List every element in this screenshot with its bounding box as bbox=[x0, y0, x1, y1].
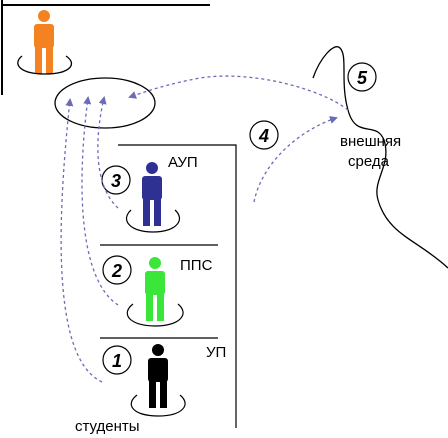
students-label: студенты bbox=[75, 418, 140, 435]
environment-label-line1: внешняя bbox=[340, 133, 401, 150]
arrow-aup-to-management bbox=[97, 96, 119, 209]
arrow-up-to-management bbox=[60, 98, 103, 383]
management-ellipse bbox=[54, 77, 156, 129]
number-3: 3 bbox=[111, 171, 121, 191]
outer-frame bbox=[1, 0, 210, 95]
environment-label-line2: среда bbox=[348, 153, 390, 170]
arrow-environment-to-management bbox=[128, 75, 349, 111]
org-frame bbox=[118, 144, 237, 428]
number-1: 1 bbox=[112, 351, 122, 371]
number-badge-5: 5 bbox=[347, 62, 377, 92]
number-badge-4: 4 bbox=[249, 120, 279, 150]
environment-boundary bbox=[312, 46, 448, 269]
aup-label: АУП bbox=[168, 154, 198, 171]
number-5: 5 bbox=[357, 68, 368, 88]
pps-ring-icon bbox=[126, 303, 184, 327]
up-person-icon bbox=[148, 344, 168, 408]
up-ring-icon bbox=[130, 394, 186, 417]
arrow-pps-to-management bbox=[81, 96, 119, 306]
number-2: 2 bbox=[111, 261, 122, 281]
aup-person-icon bbox=[142, 162, 162, 226]
pps-person-icon bbox=[145, 257, 165, 321]
number-badge-2: 2 bbox=[102, 255, 132, 285]
leader-ring-icon bbox=[17, 55, 72, 75]
leader-person-icon bbox=[34, 10, 54, 74]
number-badge-1: 1 bbox=[102, 345, 132, 375]
aup-ring-icon bbox=[125, 209, 181, 233]
number-badge-3: 3 bbox=[101, 165, 131, 195]
up-label: УП bbox=[206, 344, 226, 361]
number-4: 4 bbox=[258, 126, 269, 146]
arrow-org-to-environment bbox=[253, 116, 338, 203]
pps-label: ППС bbox=[180, 257, 213, 274]
